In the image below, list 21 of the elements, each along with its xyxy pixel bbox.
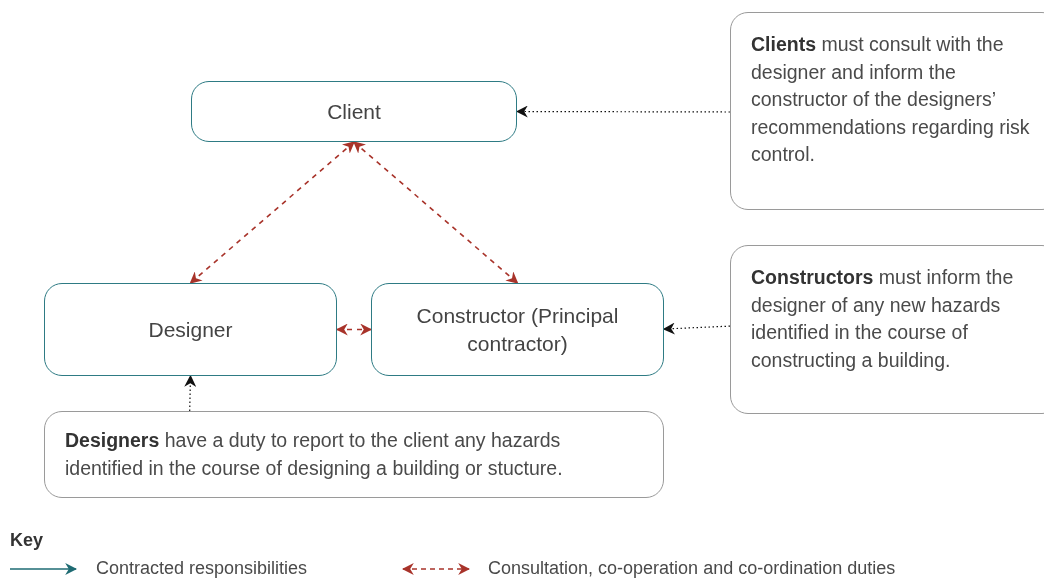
note-text: Constructors must inform the designer of any new hazards identified in the course of constructing a building. — [751, 265, 1015, 373]
arrow — [353, 141, 519, 284]
note-text: Designers have a duty to report to the client any hazards identified in the course of designing a building or stucture. — [65, 428, 564, 481]
arrow — [184, 374, 197, 412]
role-label: Constructor (Principal contractor) — [415, 303, 620, 357]
note-text: Clients must consult with the designer and inform the constructor of the designers’ recommendations regarding risk control. — [751, 32, 1031, 167]
note-box — [730, 12, 1044, 210]
arrow — [189, 141, 355, 284]
role-box — [371, 283, 664, 376]
role-box — [191, 81, 517, 142]
arrow — [335, 323, 373, 336]
role-label: Designer — [148, 316, 233, 343]
role-label: Client — [327, 98, 381, 125]
legend-label: Contracted responsibilities — [96, 558, 308, 579]
legend-title: Key — [10, 530, 44, 551]
role-box — [44, 283, 337, 376]
arrow — [515, 105, 731, 118]
legend-label: Consultation, co-operation and co-ordination duties — [488, 558, 896, 579]
note-box — [44, 411, 664, 498]
arrow — [662, 322, 731, 335]
note-box — [730, 245, 1044, 414]
